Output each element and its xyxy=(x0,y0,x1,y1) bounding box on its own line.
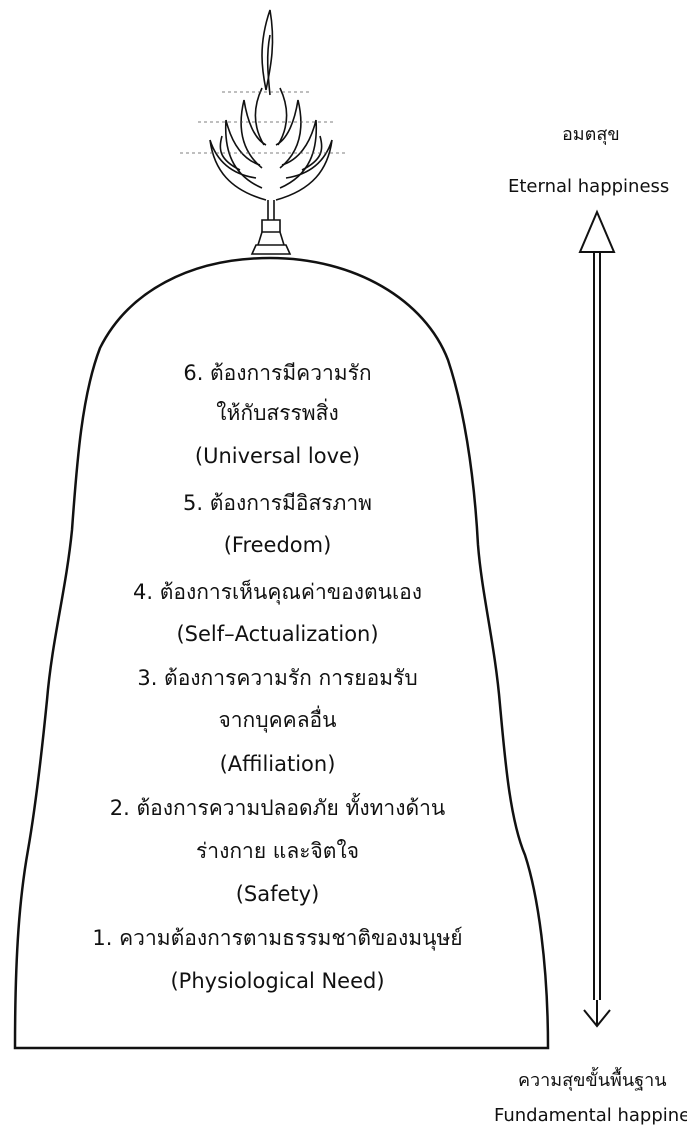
level-6-line2: ให้กับสรรพสิ่ง xyxy=(216,401,339,425)
level-2-english: (Safety) xyxy=(235,882,320,906)
finial-ornament xyxy=(209,9,333,255)
level-2-line1: 2. ต้องการความปลอดภัย ทั้งทางด้าน xyxy=(109,796,446,820)
level-1-english: (Physiological Need) xyxy=(170,969,385,993)
level-4-english: (Self–Actualization) xyxy=(176,622,379,646)
stupa-outline xyxy=(13,256,550,1050)
level-3-line2: จากบุคคลอื่น xyxy=(218,708,337,732)
level-1-line1: 1. ความต้องการตามธรรมชาติของมนุษย์ xyxy=(92,926,463,950)
level-3-english: (Affiliation) xyxy=(219,752,336,776)
level-4-line1: 4. ต้องการเห็นคุณค่าของตนเอง xyxy=(132,580,422,604)
top-label-thai: อมตสุข xyxy=(562,124,620,145)
level-6-line1: 6. ต้องการมีความรัก xyxy=(183,361,372,385)
level-6-english: (Universal love) xyxy=(194,444,361,468)
finial-guide-lines xyxy=(180,91,345,154)
arrow-head-up xyxy=(578,209,616,253)
level-5-line1: 5. ต้องการมีอิสรภาพ xyxy=(182,491,373,515)
bottom-label-thai: ความสุขขั้นพื้นฐาน xyxy=(518,1070,667,1091)
bottom-label-english: Fundamental happines xyxy=(494,1105,687,1126)
top-label-english: Eternal happiness xyxy=(508,176,670,197)
level-5-english: (Freedom) xyxy=(223,533,332,557)
level-2-line2: ร่างกาย และจิตใจ xyxy=(196,839,359,863)
happiness-arrow xyxy=(578,209,616,1028)
level-3-line1: 3. ต้องการความรัก การยอมรับ xyxy=(137,666,418,690)
